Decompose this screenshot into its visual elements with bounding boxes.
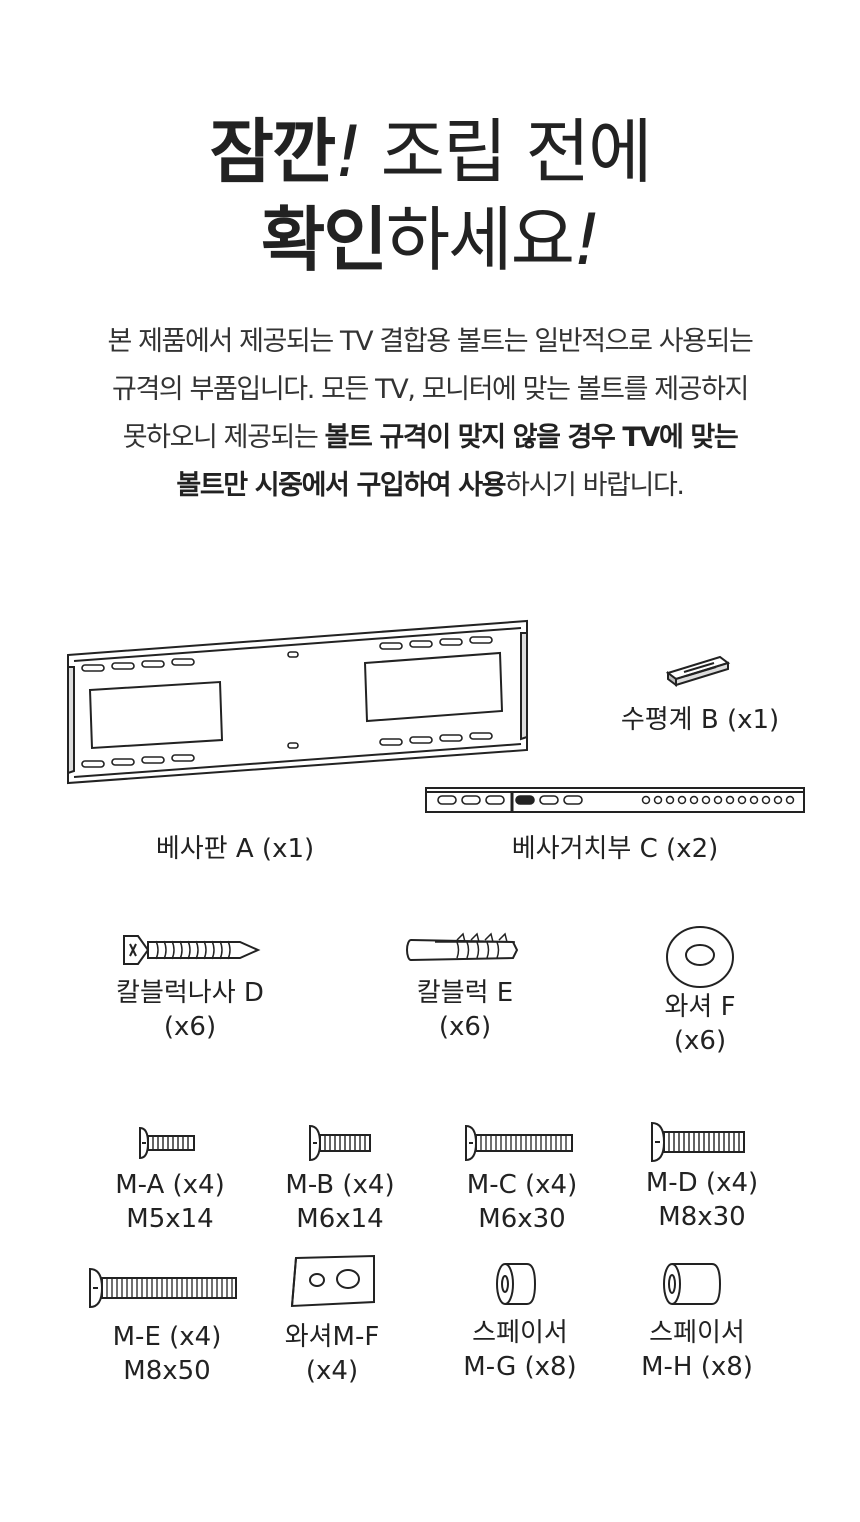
bolt-icon [139, 1126, 195, 1160]
part-washer: 와셔 F (x6) [620, 920, 780, 1058]
notice-line-3: 못하오니 제공되는 볼트 규격이 맞지 않을 경우 TV에 맞는 [40, 414, 820, 462]
wall-plate-name: 베사판 A (x1) [155, 834, 315, 864]
washer-name: 와셔 F [664, 992, 736, 1022]
part-bolt-me: M-E (x4) M8x50 [72, 1266, 262, 1388]
part-wall-plate-label: 베사판 A (x1) [95, 832, 375, 866]
bolt-icon [309, 1124, 371, 1162]
bolt-md-name: M-D (x4) [645, 1168, 759, 1198]
spacer-mh-name: 스페이서 [649, 1318, 745, 1348]
part-bubble-level: 수평계 B (x1) [600, 645, 800, 737]
bolt-mb-spec: M6x14 [296, 1204, 384, 1234]
bolt-icon [651, 1121, 745, 1163]
part-anchor-screw: 칼블럭나사 D (x6) [90, 928, 290, 1044]
headline-line-1: 잠깐! 조립 전에 [0, 108, 860, 196]
notice-paragraph: 본 제품에서 제공되는 TV 결합용 볼트는 일반적으로 사용되는 규격의 부품… [40, 318, 820, 510]
spacer-mh-spec: M-H (x8) [641, 1352, 753, 1382]
headline-light-2: 하세요 [385, 199, 575, 281]
spacer-mg-name: 스페이서 [472, 1318, 568, 1348]
part-vesa-bracket-label: 베사거치부 C (x2) [470, 832, 760, 866]
bubble-level-icon [665, 655, 731, 687]
notice-line-4-bold: 볼트만 시중에서 구입하여 사용 [176, 470, 506, 501]
wall-anchor-icon [406, 932, 519, 961]
headline-bold-2: 확인 [260, 199, 388, 281]
spacer-icon [663, 1263, 722, 1305]
square-washer-qty: (x4) [305, 1356, 359, 1386]
part-square-washer: 와셔M-F (x4) [262, 1252, 402, 1388]
wall-plate-icon [67, 619, 528, 785]
vesa-bracket-name: 베사거치부 C (x2) [511, 834, 719, 864]
headline-bold-1: 잠깐 [209, 111, 337, 193]
bolt-me-spec: M8x50 [123, 1356, 211, 1386]
bolt-mc-spec: M6x30 [478, 1204, 566, 1234]
wall-anchor-qty: (x6) [438, 1012, 492, 1042]
headline-exclaim-2: ! [572, 199, 601, 281]
anchor-screw-name: 칼블럭나사 D [116, 978, 264, 1008]
part-bolt-mc: M-C (x4) M6x30 [432, 1122, 612, 1236]
bolt-mb-name: M-B (x4) [285, 1170, 395, 1200]
washer-icon [666, 926, 734, 988]
square-washer-icon [290, 1254, 375, 1308]
anchor-screw-icon [123, 935, 261, 965]
wall-anchor-name: 칼블럭 E [416, 978, 514, 1008]
headline: 잠깐! 조립 전에 확인하세요! [0, 108, 860, 284]
square-washer-name: 와셔M-F [284, 1322, 380, 1352]
washer-qty: (x6) [673, 1026, 727, 1056]
bolt-icon [89, 1267, 237, 1309]
headline-exclaim-1: ! [334, 111, 362, 193]
part-wall-plate [60, 615, 535, 790]
bolt-icon [465, 1124, 573, 1162]
notice-line-3-bold: 볼트 규격이 맞지 않을 경우 TV에 맞는 [324, 422, 739, 453]
bolt-md-spec: M8x30 [658, 1202, 746, 1232]
bolt-mc-name: M-C (x4) [466, 1170, 578, 1200]
vesa-bracket-icon [425, 787, 805, 813]
bolt-ma-name: M-A (x4) [115, 1170, 225, 1200]
notice-line-2: 규격의 부품입니다. 모든 TV, 모니터에 맞는 볼트를 제공하지 [112, 374, 749, 405]
notice-line-4: 볼트만 시중에서 구입하여 사용하시기 바랍니다. [40, 462, 820, 510]
part-spacer-mg: 스페이서 M-G (x8) [445, 1258, 595, 1384]
part-wall-anchor: 칼블럭 E (x6) [365, 928, 565, 1044]
headline-light-1: 조립 전에 [360, 111, 653, 193]
bubble-level-name: 수평계 B (x1) [620, 705, 780, 735]
bolt-me-name: M-E (x4) [112, 1322, 222, 1352]
notice-line-4-plain: 하시기 바랍니다. [505, 470, 685, 501]
part-bolt-ma: M-A (x4) M5x14 [90, 1122, 250, 1236]
headline-line-2: 확인하세요! [0, 196, 860, 284]
notice-line-1: 본 제품에서 제공되는 TV 결합용 볼트는 일반적으로 사용되는 [107, 326, 754, 357]
part-bolt-mb: M-B (x4) M6x14 [260, 1122, 420, 1236]
part-bolt-md: M-D (x4) M8x30 [612, 1120, 792, 1234]
spacer-mg-spec: M-G (x8) [463, 1352, 577, 1382]
spacer-icon [496, 1263, 537, 1305]
part-spacer-mh: 스페이서 M-H (x8) [622, 1258, 772, 1384]
part-vesa-bracket [420, 782, 810, 818]
anchor-screw-qty: (x6) [163, 1012, 217, 1042]
bolt-ma-spec: M5x14 [126, 1204, 214, 1234]
notice-line-3-plain: 못하오니 제공되는 [122, 422, 325, 453]
